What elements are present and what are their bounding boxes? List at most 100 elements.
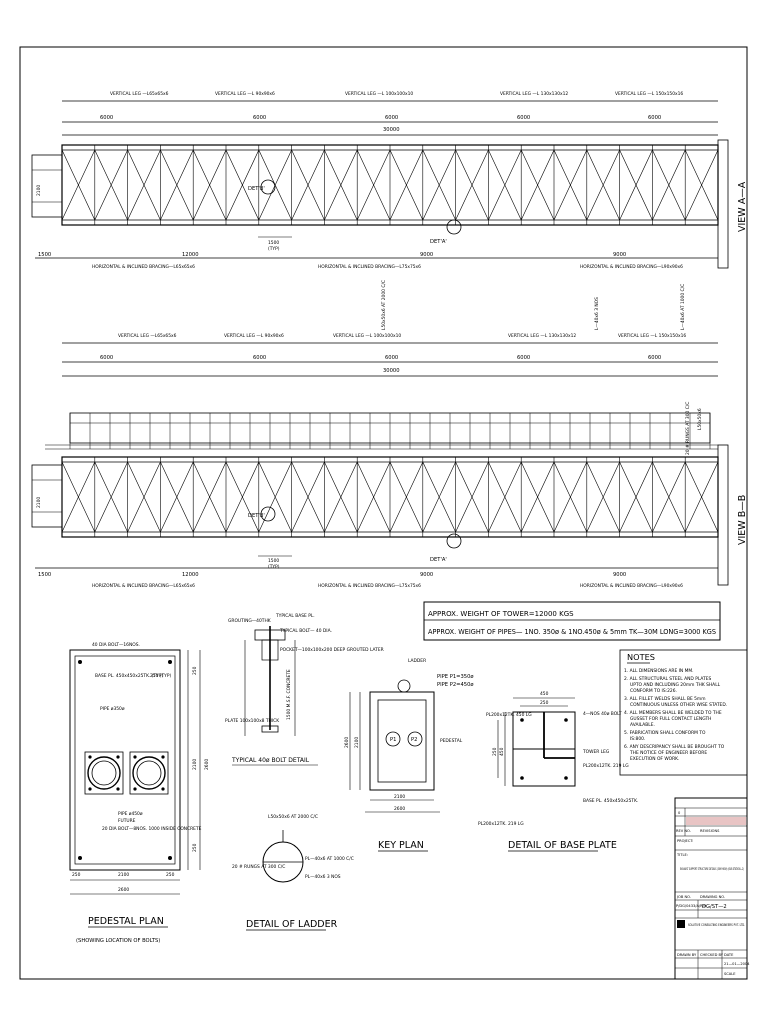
bracing-member bbox=[225, 149, 260, 221]
view-b-vert-note-3: L—40x6 AT 1000 C/C bbox=[680, 284, 686, 330]
view-a-end-dim: 1500 bbox=[38, 252, 51, 258]
bracing-member bbox=[94, 461, 128, 533]
view-b-seg-dim-3: 6000 bbox=[385, 355, 398, 361]
bracing-member bbox=[684, 461, 719, 533]
title-block: 0 REV NO. REVISIONS PROJECT: TITLE: EXHA… bbox=[674, 797, 750, 980]
bracing-member bbox=[422, 149, 456, 221]
key-plan-p1: P1 bbox=[390, 737, 396, 743]
notes-heading: NOTES bbox=[627, 652, 655, 662]
view-a-leg-4: VERTICAL LEG —L 130x130x12 bbox=[500, 91, 568, 97]
base-plate-dim-3: 450 bbox=[499, 747, 505, 756]
bracing-member bbox=[619, 461, 653, 533]
bracing-member bbox=[324, 461, 358, 533]
bracing-member bbox=[586, 461, 620, 533]
view-a-det-b: DET'B' bbox=[248, 186, 265, 192]
ladder-detail: L50x50x6 AT 2000 C/C PL—40x6 AT 1000 C/C… bbox=[232, 814, 354, 931]
pedestal-dim-5: 250 bbox=[192, 666, 198, 675]
note-item-3: 3. ALL FILLET WELDS SHALL BE 5mm bbox=[624, 696, 705, 702]
tb-title: EXHAUST SUPPORT STRUCTURE DETAILS (30M H… bbox=[680, 867, 744, 871]
bracing-member bbox=[127, 149, 161, 221]
bracing-member bbox=[389, 149, 424, 221]
key-plan: P1 P2 LADDER PIPE P1=350ø PIPE P2=450ø P… bbox=[344, 658, 474, 852]
bracing-member bbox=[160, 461, 194, 533]
bracing-member bbox=[455, 461, 489, 533]
bracing-member bbox=[291, 461, 325, 533]
base-plate-label-5: BASE PL. 450x450x25TK. bbox=[583, 798, 638, 804]
view-b-leg-1: VERTICAL LEG —L65x65x6 bbox=[118, 333, 177, 339]
bracing-member bbox=[520, 149, 555, 221]
view-b-end-dim: 1500 bbox=[38, 572, 51, 578]
view-a-det-a: DET'A' bbox=[430, 239, 447, 245]
bracing-member bbox=[455, 149, 489, 221]
pedestal-subtitle: (SHOWING LOCATION OF BOLTS) bbox=[76, 938, 160, 944]
key-plan-title: KEY PLAN bbox=[378, 840, 424, 851]
tb-drawn-label: DRAWN BY bbox=[677, 953, 697, 957]
bracing-member bbox=[520, 461, 555, 533]
key-plan-ladder: LADDER bbox=[408, 658, 426, 664]
bracing-member bbox=[61, 461, 96, 533]
pedestal-dim-1: 250 bbox=[72, 872, 81, 878]
pedestal-dim-8: 2600 bbox=[204, 759, 210, 770]
tb-drawing-no: DG/ST—2 bbox=[702, 904, 727, 910]
notes-block: NOTES 1. ALL DIMENSIONS ARE IN MM.2. ALL… bbox=[619, 649, 748, 776]
pedestal-label-future: FUTURE bbox=[118, 818, 136, 824]
tb-rev-no: 0 bbox=[678, 811, 681, 815]
bracing-member bbox=[619, 149, 653, 221]
view-a-leg-2: VERTICAL LEG —L 90x90x6 bbox=[215, 91, 275, 97]
view-b-bottom-dim-1: 12000 bbox=[182, 572, 199, 578]
key-plan-pipe-2: PIPE P2=450ø bbox=[437, 682, 474, 688]
tb-date: 21—01—2004 bbox=[724, 962, 750, 966]
bracing-member bbox=[61, 149, 96, 221]
bracing-member bbox=[258, 149, 292, 221]
view-a-overall-dim: 30000 bbox=[383, 127, 400, 133]
bolt-detail: GROUTING—40THK TYPICAL BASE PL. TYPICAL … bbox=[225, 613, 384, 766]
pedestal-label-20-bolts: 20 DIA BOLT—8NOS. 1000 INSIDE CONCRETE bbox=[102, 826, 202, 832]
note-item-2: CONFORM TO IS:226. bbox=[630, 688, 677, 694]
bolt-label-grouting: GROUTING—40THK bbox=[228, 618, 271, 624]
key-plan-pedestal: PEDESTAL bbox=[440, 738, 463, 744]
base-plate-label-3: TOWER LEG bbox=[582, 749, 610, 755]
note-item-1: 1. ALL DIMENSIONS ARE IN MM. bbox=[624, 668, 694, 674]
bracing-member bbox=[422, 461, 456, 533]
sheet-border bbox=[19, 46, 748, 980]
pedestal-label-base-pl: BASE PL. 450x450x25TK. (TYP) bbox=[95, 673, 163, 679]
bracing-member bbox=[356, 149, 391, 221]
pedestal-dim-3: 2600 bbox=[118, 887, 129, 893]
base-plate-label-2: 4—NOS 40ø BOLT bbox=[583, 711, 622, 717]
bracing-member bbox=[488, 461, 522, 533]
view-a-seg-dim-4: 6000 bbox=[517, 115, 530, 121]
bracing-member bbox=[488, 149, 522, 221]
key-plan-dim-4: 2600 bbox=[394, 806, 405, 812]
view-b-bottom-dim-3: 9000 bbox=[613, 572, 626, 578]
base-plate-title: DETAIL OF BASE PLATE bbox=[508, 840, 617, 851]
pedestal-label-pipe-450: PIPE ø450ø bbox=[118, 811, 143, 817]
key-plan-dim-2: 2600 bbox=[344, 737, 350, 748]
bracing-member bbox=[291, 149, 325, 221]
view-a-bracing-2: HORIZONTAL & INCLINED BRACING—L75x75x6 bbox=[318, 264, 421, 270]
bolt-label-base-pl: TYPICAL BASE PL. bbox=[275, 613, 315, 619]
tb-title-label: TITLE: bbox=[676, 853, 688, 857]
tb-checked-label: CHECKED BY bbox=[700, 953, 724, 957]
view-b-bracing-3: HORIZONTAL & INCLINED BRACING—L90x90x6 bbox=[580, 583, 683, 589]
note-item-2: UPTO AND INCLUDING 20mm THK SHALL bbox=[630, 682, 721, 688]
view-a-leg-1: VERTICAL LEG —L65x65x6 bbox=[110, 91, 169, 97]
bracing-member bbox=[553, 461, 588, 533]
pedestal-label-250: 250 (TYP) bbox=[150, 673, 172, 679]
bracing-member bbox=[356, 461, 391, 533]
view-a-title: VIEW A—A bbox=[737, 181, 748, 232]
view-b-typ: (TYP) bbox=[268, 564, 280, 570]
bolt-detail-title: TYPICAL 40ø BOLT DETAIL bbox=[231, 757, 310, 764]
view-b-panel-dim: 1500 bbox=[268, 558, 279, 564]
view-a-panel-dim: 1500 bbox=[268, 240, 279, 246]
view-a-height-dim: 2100 bbox=[36, 185, 42, 196]
tb-rev-desc: REVISIONS bbox=[700, 829, 720, 833]
bracing-member bbox=[389, 461, 424, 533]
view-b-seg-dim-2: 6000 bbox=[253, 355, 266, 361]
view-b-vert-note-1: L50x50x6 AT 2000 C/C bbox=[381, 280, 387, 330]
bracing-member bbox=[94, 149, 128, 221]
ladder-label-2: PL—40x6 AT 1000 C/C bbox=[305, 856, 354, 862]
ladder-title: DETAIL OF LADDER bbox=[246, 919, 338, 930]
key-plan-p2: P2 bbox=[411, 737, 417, 743]
ladder-label-1: L50x50x6 AT 2000 C/C bbox=[268, 814, 318, 820]
base-plate-label-1: PL200x12TK. 450 LG bbox=[486, 712, 532, 718]
